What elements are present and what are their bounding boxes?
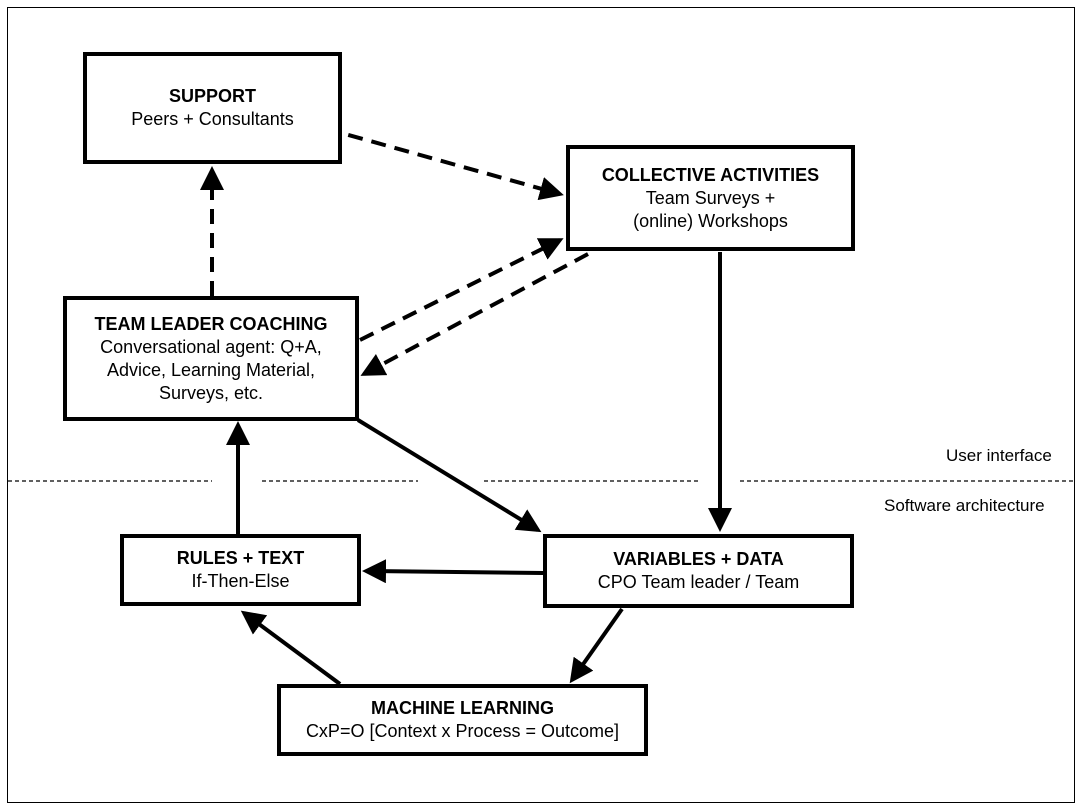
variables-title: VARIABLES + DATA — [613, 549, 784, 569]
coaching-line-1: Conversational agent: Q+A, — [100, 336, 322, 357]
collective-line-2: (online) Workshops — [633, 210, 788, 231]
software-architecture-label: Software architecture — [884, 496, 1045, 515]
arrow-collective-to-coaching — [360, 252, 589, 376]
arrow-support-to-collective — [301, 120, 564, 201]
arrow-coaching-to-variables — [356, 418, 542, 533]
arrow-ml-to-rules — [240, 610, 342, 686]
variables-line-1: CPO Team leader / Team — [597, 572, 800, 592]
diagram-frame — [7, 7, 1075, 803]
support-line-1: Peers + Consultants — [131, 109, 294, 129]
arrow-coaching-to-collective — [359, 238, 564, 342]
ml-line-1: CxP=O [Context x Process = Outcome] — [305, 721, 620, 741]
collective-line-1: Team Surveys + — [645, 187, 776, 208]
rules-text-box: RULES + TEXT If-Then-Else — [120, 534, 361, 606]
rules-line-1: If-Then-Else — [191, 571, 290, 591]
ml-title: MACHINE LEARNING — [371, 698, 554, 718]
variables-data-box: VARIABLES + DATA CPO Team leader / Team — [543, 534, 854, 608]
team-leader-coaching-box: TEAM LEADER COACHING Conversational agen… — [63, 296, 359, 421]
support-box: SUPPORT Peers + Consultants — [83, 52, 342, 164]
coaching-line-2: Advice, Learning Material, — [106, 359, 316, 380]
support-title: SUPPORT — [168, 86, 256, 106]
user-interface-label: User interface — [946, 446, 1052, 465]
collective-activities-box: COLLECTIVE ACTIVITIES Team Surveys + (on… — [566, 145, 855, 251]
machine-learning-box: MACHINE LEARNING CxP=O [Context x Proces… — [277, 684, 648, 756]
collective-title: COLLECTIVE ACTIVITIES — [601, 164, 820, 185]
coaching-title: TEAM LEADER COACHING — [94, 313, 328, 334]
coaching-line-3: Surveys, etc. — [158, 382, 264, 403]
arrow-variables-to-rules — [362, 559, 544, 584]
rules-title: RULES + TEXT — [176, 548, 305, 568]
arrow-variables-to-ml — [569, 607, 624, 684]
